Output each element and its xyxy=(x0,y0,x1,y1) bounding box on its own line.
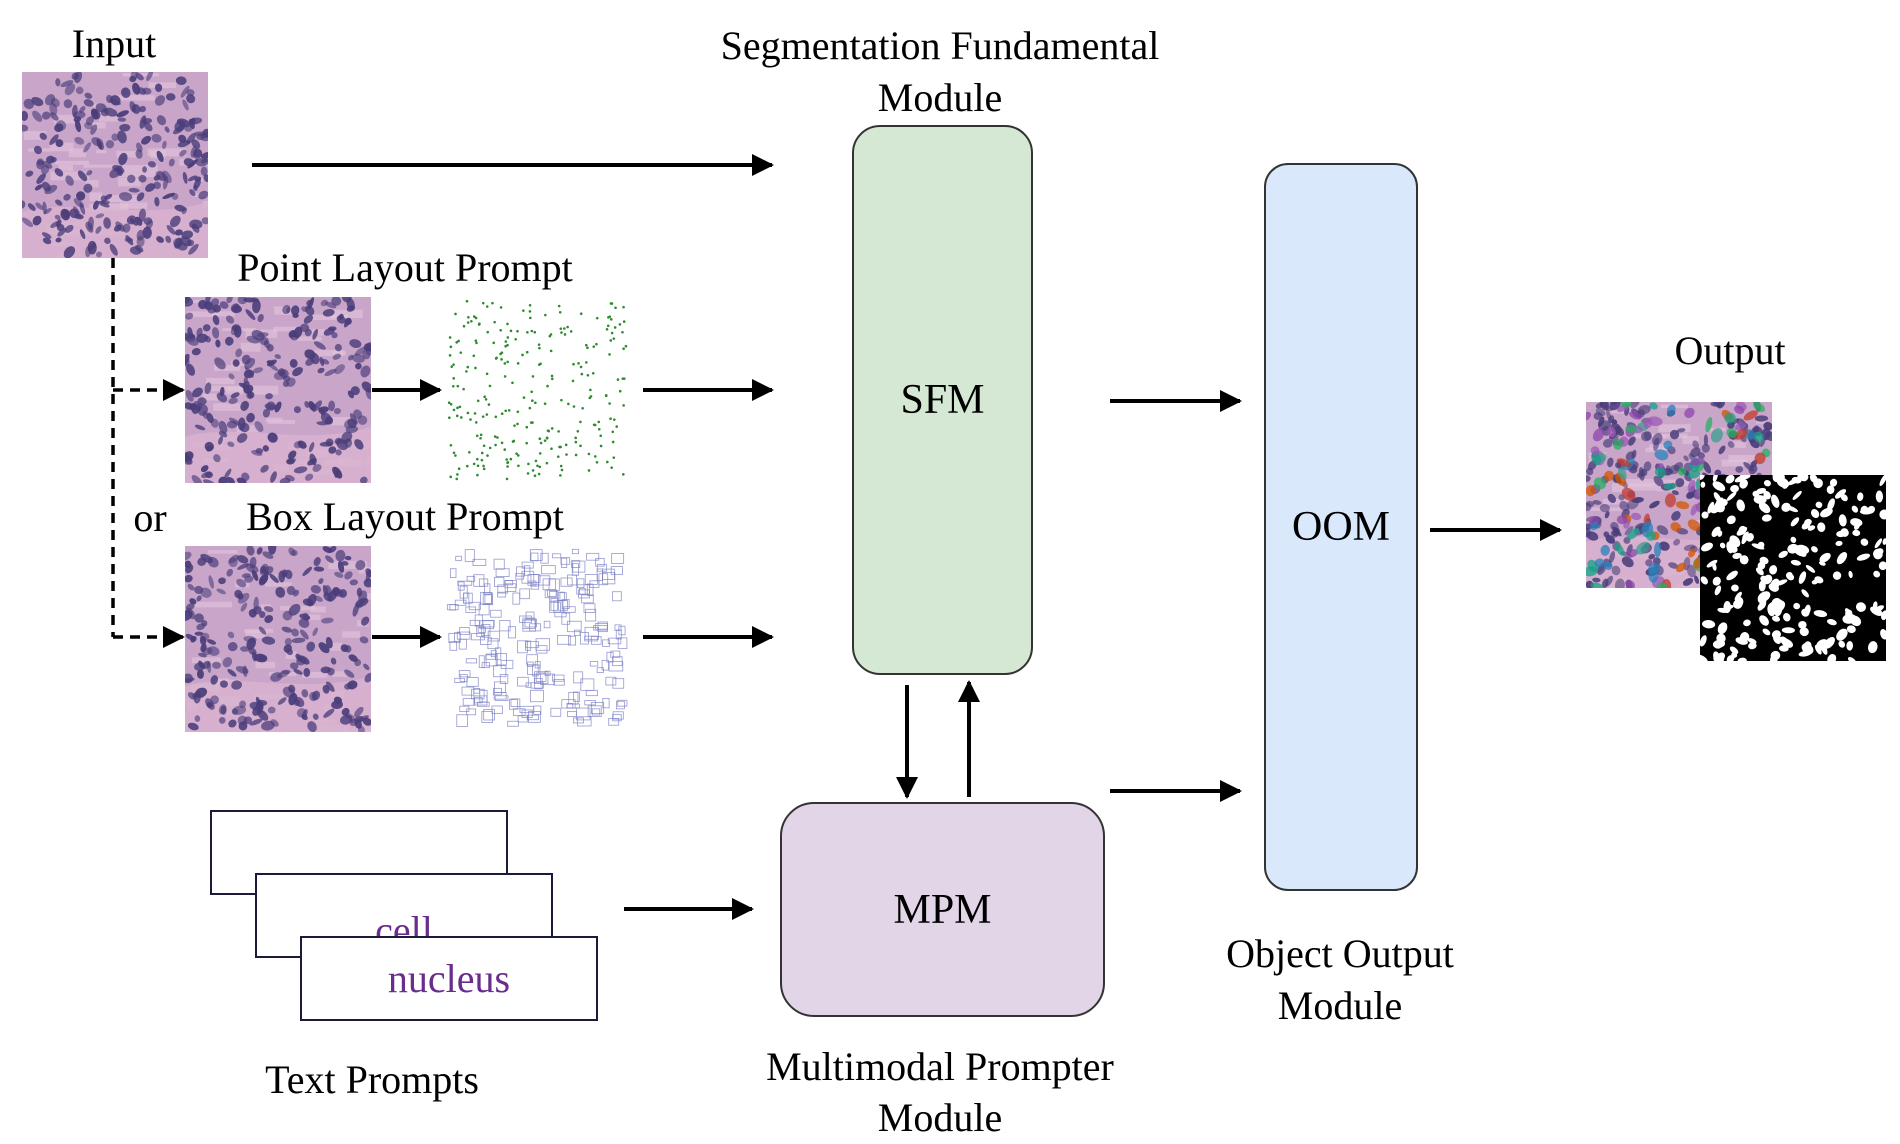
input-label: Input xyxy=(71,21,157,66)
or-label: or xyxy=(133,495,167,540)
oom-title-line2: Module xyxy=(1277,983,1403,1028)
point-prompt-svg xyxy=(447,299,628,481)
output-mask-image xyxy=(1700,475,1886,661)
mpm-module: MPM xyxy=(780,802,1105,1017)
mpm-title-line2: Module xyxy=(877,1095,1003,1140)
box-prompt-image xyxy=(445,546,631,732)
box-branch-tissue-image xyxy=(185,546,371,732)
sfm-module: SFM xyxy=(852,125,1033,675)
point-prompt-image xyxy=(445,297,631,483)
mpm-title-line1: Multimodal Prompter xyxy=(766,1044,1114,1089)
point-branch-tissue-svg xyxy=(185,297,371,483)
box-prompt-label: Box Layout Prompt xyxy=(246,494,564,539)
sfm-title-line2: Module xyxy=(877,75,1003,120)
oom-title-line1: Object Output xyxy=(1226,931,1454,976)
output-label: Output xyxy=(1674,328,1786,373)
box-prompt-svg xyxy=(446,548,628,727)
oom-module-label: OOM xyxy=(1291,504,1390,550)
oom-module: OOM xyxy=(1264,163,1418,891)
point-branch-tissue-image xyxy=(185,297,371,483)
box-branch-tissue-svg xyxy=(185,546,371,732)
point-prompt-label: Point Layout Prompt xyxy=(237,245,573,290)
text-card-nucleus-label: nucleus xyxy=(387,956,511,1001)
sfm-module-label: SFM xyxy=(900,377,985,423)
sfm-title-line1: Segmentation Fundamental xyxy=(720,23,1160,68)
mpm-module-label: MPM xyxy=(893,886,992,933)
output-mask-svg xyxy=(1700,475,1886,661)
text-card-nucleus: nucleus xyxy=(300,936,598,1021)
text-prompts-label: Text Prompts xyxy=(265,1057,479,1102)
input-tissue-svg xyxy=(22,72,208,258)
input-tissue-image xyxy=(22,72,208,258)
